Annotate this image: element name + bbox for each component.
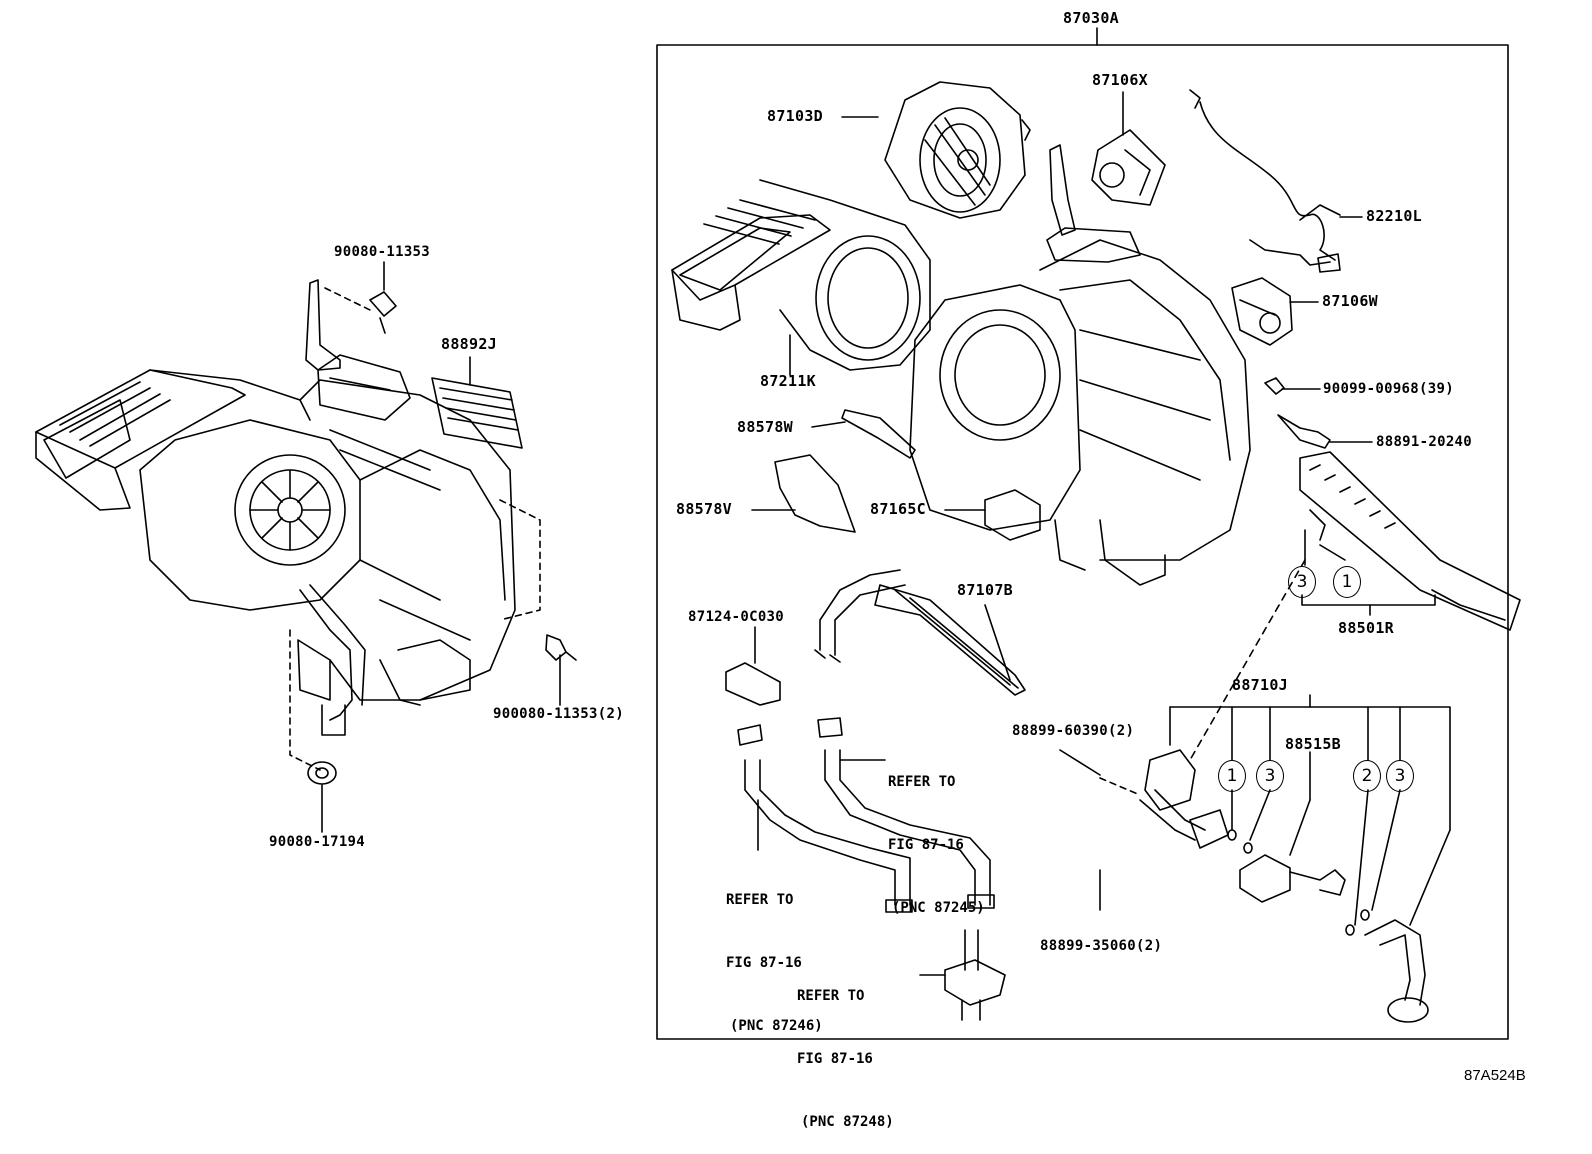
label-duct-j: 88892J: [441, 335, 497, 353]
expansion-valve-drawing: [1139, 749, 1229, 849]
label-assembly: 87030A: [1063, 9, 1119, 27]
label-resistor: 87165C: [870, 500, 926, 518]
label-grommet: 90080-17194: [269, 834, 366, 850]
label-bolt-top: 90080-11353: [334, 244, 431, 260]
note-valve-248: REFER TO FIG 87-16 (PNC 87248): [797, 988, 894, 1130]
circled-number: 3: [1256, 760, 1284, 792]
circled-number: 3: [1288, 566, 1316, 598]
label-switch: 88515B: [1285, 735, 1341, 753]
circled-number: 1: [1333, 566, 1361, 598]
label-wire: 82210L: [1366, 207, 1422, 225]
assembled-unit-drawing: [35, 279, 577, 785]
diagram-drawing: [35, 27, 1521, 1040]
label-bolt-60390: 88899-60390(2): [1012, 723, 1135, 739]
label-pad-w: 88578W: [737, 418, 793, 436]
switch-drawing: [1239, 854, 1346, 903]
clamp-drawing: [725, 662, 781, 706]
label-pad-v: 88578V: [676, 500, 732, 518]
hoses-drawing: [737, 717, 995, 913]
label-clamp: 87124-0C030: [688, 609, 785, 625]
heater-core-drawing: [814, 569, 1026, 696]
label-valve-set: 88710J: [1232, 676, 1288, 694]
note-hose-245: REFER TO FIG 87-16 (PNC 87245): [888, 774, 985, 916]
label-servo-w: 87106W: [1322, 292, 1378, 310]
label-evaporator: 88501R: [1338, 619, 1394, 637]
note-hose-246: REFER TO FIG 87-16 (PNC 87246): [726, 892, 823, 1034]
center-case-drawing: [909, 144, 1251, 586]
water-valve-drawing: [944, 929, 1006, 1021]
assembly-frame: [656, 44, 1509, 1040]
label-case-k: 87211K: [760, 372, 816, 390]
blower-fan-drawing: [884, 81, 1031, 219]
circled-number: 3: [1386, 760, 1414, 792]
label-bolt-35060: 88899-35060(2): [1040, 938, 1163, 954]
circled-number: 1: [1218, 760, 1246, 792]
label-sensor: 88891-20240: [1376, 434, 1473, 450]
label-heater-core: 87107B: [957, 581, 1013, 599]
figure-id: 87A524B: [1464, 1067, 1526, 1084]
resistor-drawing: [984, 489, 1041, 541]
wire-harness-drawing: [1189, 89, 1341, 273]
pad-v-drawing: [774, 454, 856, 533]
filter-case-drawing: [671, 179, 931, 371]
servo-w-drawing: [1231, 277, 1293, 346]
label-bolt-side: 900080-11353(2): [493, 706, 624, 722]
pipe-drawing: [1364, 919, 1429, 1023]
servo-x-drawing: [1091, 129, 1166, 206]
label-screw-39: 90099-00968(39): [1323, 381, 1454, 397]
duct-plate-drawing: [431, 377, 523, 449]
parts-diagram: 87030A 87103D 87106X 82210L 87106W 90099…: [35, 9, 1526, 1130]
label-blower-fan: 87103D: [767, 107, 823, 125]
circled-number: 2: [1353, 760, 1381, 792]
evaporator-drawing: [1299, 451, 1521, 631]
pad-w-drawing: [841, 409, 916, 459]
label-servo-x: 87106X: [1092, 71, 1148, 89]
